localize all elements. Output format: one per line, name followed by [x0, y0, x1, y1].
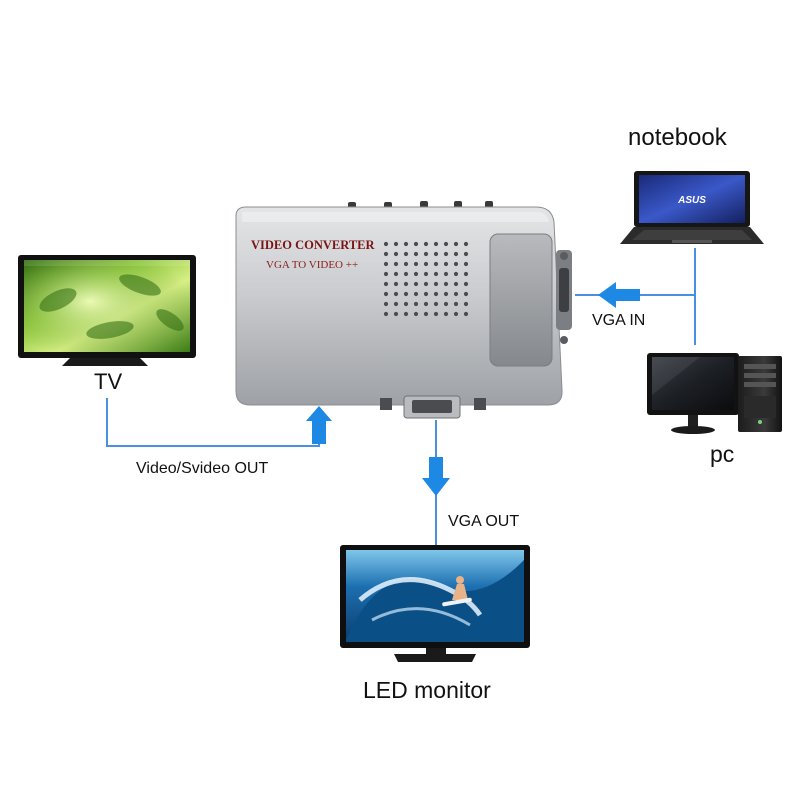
grille-hole — [413, 261, 419, 267]
tv-device — [18, 255, 196, 366]
grille-hole — [453, 291, 459, 297]
led-monitor-device — [340, 545, 530, 662]
grille-hole — [393, 301, 399, 307]
grille-hole — [383, 301, 389, 307]
grille-hole — [453, 281, 459, 287]
pc-label: pc — [710, 441, 735, 467]
grille-hole — [393, 291, 399, 297]
grille-hole — [393, 311, 399, 317]
tv-label: TV — [94, 369, 123, 394]
grille-hole — [403, 261, 409, 267]
grille-hole — [443, 311, 449, 317]
arrow-left-vga-in — [598, 282, 640, 308]
arrow-down-vga-out — [422, 457, 450, 496]
grille-hole — [443, 251, 449, 257]
grille-hole — [463, 311, 469, 317]
grille-hole — [463, 291, 469, 297]
grille-hole — [413, 291, 419, 297]
grille-hole — [453, 311, 459, 317]
grille-hole — [433, 291, 439, 297]
grille-hole — [423, 281, 429, 287]
grille-hole — [443, 301, 449, 307]
grille-hole — [423, 241, 429, 247]
grille-hole — [463, 271, 469, 277]
grille-hole — [463, 261, 469, 267]
grille-hole — [443, 271, 449, 277]
grille-hole — [453, 241, 459, 247]
grille-hole — [403, 271, 409, 277]
grille-hole — [393, 251, 399, 257]
vga-out-label: VGA OUT — [448, 513, 520, 530]
pc-device — [647, 353, 782, 434]
grille-hole — [383, 241, 389, 247]
grille-hole — [403, 291, 409, 297]
grille-hole — [423, 251, 429, 257]
grille-hole — [383, 261, 389, 267]
grille-hole — [413, 311, 419, 317]
grille-hole — [443, 261, 449, 267]
grille-hole — [433, 281, 439, 287]
grille-hole — [453, 301, 459, 307]
grille-hole — [383, 311, 389, 317]
converter-brand-line1: VIDEO CONVERTER — [251, 238, 376, 252]
led-monitor-label: LED monitor — [363, 677, 491, 703]
grille-hole — [453, 251, 459, 257]
grille-hole — [403, 241, 409, 247]
grille-hole — [433, 241, 439, 247]
grille-hole — [443, 291, 449, 297]
video-out-label: Video/Svideo OUT — [136, 460, 269, 477]
converter-brand-line2: VGA TO VIDEO ++ — [266, 259, 358, 271]
vga-in-label: VGA IN — [592, 312, 646, 329]
grille-hole — [443, 241, 449, 247]
grille-hole — [403, 311, 409, 317]
grille-hole — [423, 291, 429, 297]
grille-hole — [423, 301, 429, 307]
grille-hole — [413, 241, 419, 247]
laptop-logo: ASUS — [677, 195, 706, 206]
grille-hole — [443, 281, 449, 287]
grille-hole — [433, 261, 439, 267]
grille-hole — [383, 281, 389, 287]
grille-hole — [423, 311, 429, 317]
grille-hole — [413, 251, 419, 257]
video-converter-device: VIDEO CONVERTER VGA TO VIDEO ++ — [235, 201, 572, 419]
grille-hole — [463, 251, 469, 257]
grille-hole — [413, 281, 419, 287]
grille-hole — [433, 311, 439, 317]
grille-hole — [433, 301, 439, 307]
grille-hole — [413, 271, 419, 277]
grille-hole — [393, 271, 399, 277]
grille-hole — [423, 261, 429, 267]
grille-hole — [453, 271, 459, 277]
grille-hole — [433, 251, 439, 257]
grille-hole — [393, 281, 399, 287]
grille-hole — [393, 241, 399, 247]
grille-hole — [423, 271, 429, 277]
grille-hole — [463, 241, 469, 247]
grille-hole — [403, 301, 409, 307]
grille-hole — [403, 281, 409, 287]
notebook-label: notebook — [628, 124, 727, 151]
grille-hole — [383, 271, 389, 277]
arrow-up-video — [306, 406, 332, 444]
grille-hole — [433, 271, 439, 277]
grille-hole — [463, 301, 469, 307]
grille-hole — [453, 261, 459, 267]
grille-hole — [383, 291, 389, 297]
grille-hole — [413, 301, 419, 307]
grille-hole — [383, 251, 389, 257]
grille-hole — [393, 261, 399, 267]
grille-hole — [463, 281, 469, 287]
grille-hole — [403, 251, 409, 257]
notebook-device: ASUS — [620, 171, 764, 244]
speaker-grille — [383, 241, 469, 317]
